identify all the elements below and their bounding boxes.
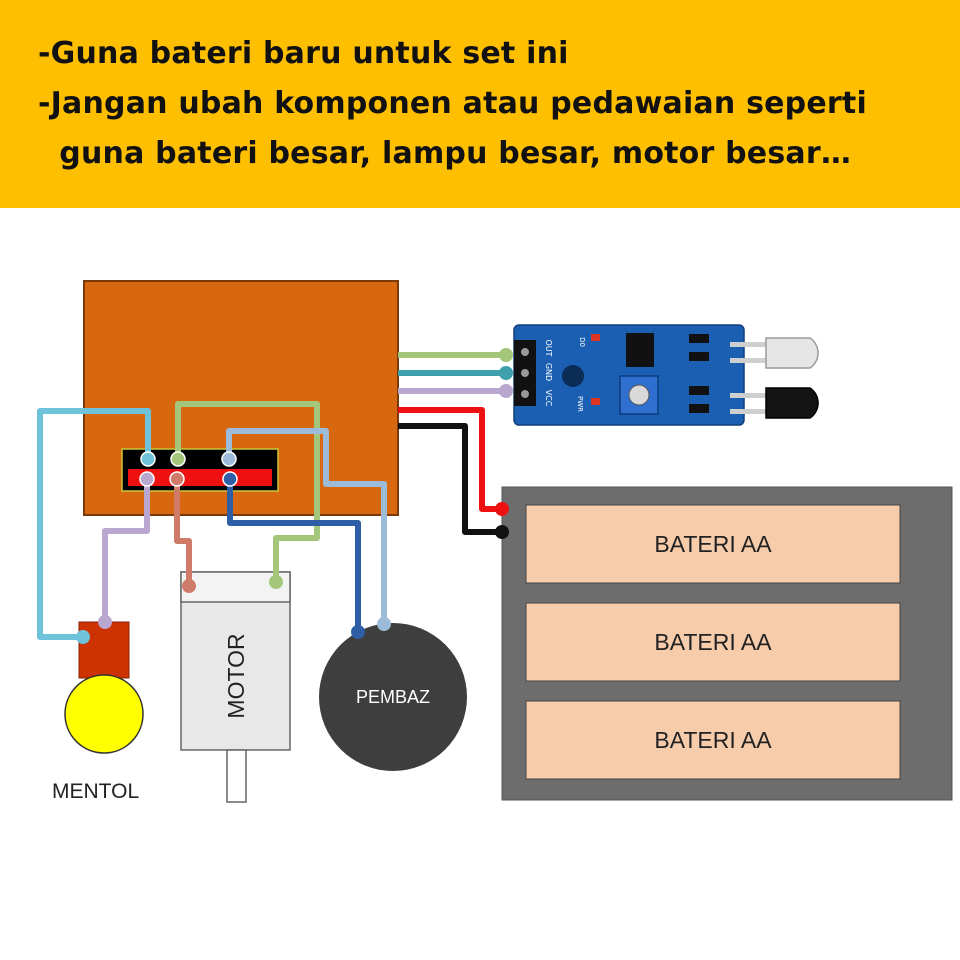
wire-battery-red [398,407,502,512]
battery-label: BATERI AA [654,629,772,655]
notice-banner: -Guna bateri baru untuk set ini -Jangan … [0,0,960,208]
sensor-pin-label: GND [544,363,553,381]
header-pin [521,390,529,398]
terminal-dot [499,384,513,398]
terminal-dot [377,617,391,631]
pin-dot [222,471,238,487]
sensor-led-label: PWR [576,396,584,412]
wire-battery-black [398,423,502,535]
terminal-dot [495,525,509,539]
sensor-pin-label: VCC [544,390,553,407]
pin-dot [139,471,155,487]
ir-receiver-led [765,387,819,419]
terminal-dot [499,366,513,380]
buzzer-body [319,623,467,771]
pin-dot [140,451,156,467]
sensor-smd-led [591,398,600,405]
battery-label: BATERI AA [654,531,772,557]
header-pin [521,369,529,377]
motor-label: MOTOR [223,633,249,718]
bulb-base [78,621,130,679]
led-leg [730,358,774,363]
sensor-ic-chip [626,333,654,367]
sensor-resistor [689,386,709,395]
ir-emitter-led [765,337,819,369]
sensor-resistor [689,404,709,413]
pin-dot [170,451,186,467]
wire-lightblue [226,428,387,624]
buzzer-label: PEMBAZ [356,687,430,707]
wire-lavender [102,477,150,622]
terminal-dot [495,502,509,516]
ir-sensor-module: OUT GND VCC D0 PWR [513,324,819,426]
motor-shaft [226,749,247,803]
sensor-resistor [689,334,709,343]
wire-darkblue [227,477,361,632]
sensor-mount-hole [562,365,584,387]
pin-dot [169,471,185,487]
led-leg [730,393,774,398]
battery-cell [525,504,901,584]
notice-line-3: guna bateri besar, lampu besar, motor be… [38,136,852,171]
sensor-resistor [689,352,709,361]
terminal-dot [182,579,196,593]
notice-line-1: -Guna bateri baru untuk set ini [38,36,569,71]
sensor-led-label: D0 [578,337,586,347]
bulb-glass [64,674,144,754]
led-leg [730,342,774,347]
potentiometer-knob [628,384,650,406]
wire-salmon [174,477,192,586]
battery-cell [525,700,901,780]
wire-cyan [37,408,151,640]
sensor-pin-label: OUT [544,339,553,356]
terminal-dot [499,348,513,362]
wire-green [175,401,320,582]
terminal-dot [351,625,365,639]
battery-cell [525,602,901,682]
terminal-dot [269,575,283,589]
notice-line-2: -Jangan ubah komponen atau pedawaian sep… [38,86,867,121]
header-pin [521,348,529,356]
led-leg [730,409,774,414]
pin-dot [221,451,237,467]
terminal-dot [76,630,90,644]
battery-label: BATERI AA [654,727,772,753]
bulb-label: MENTOL [52,780,139,803]
terminal-dot [98,615,112,629]
sensor-smd-led [591,334,600,341]
